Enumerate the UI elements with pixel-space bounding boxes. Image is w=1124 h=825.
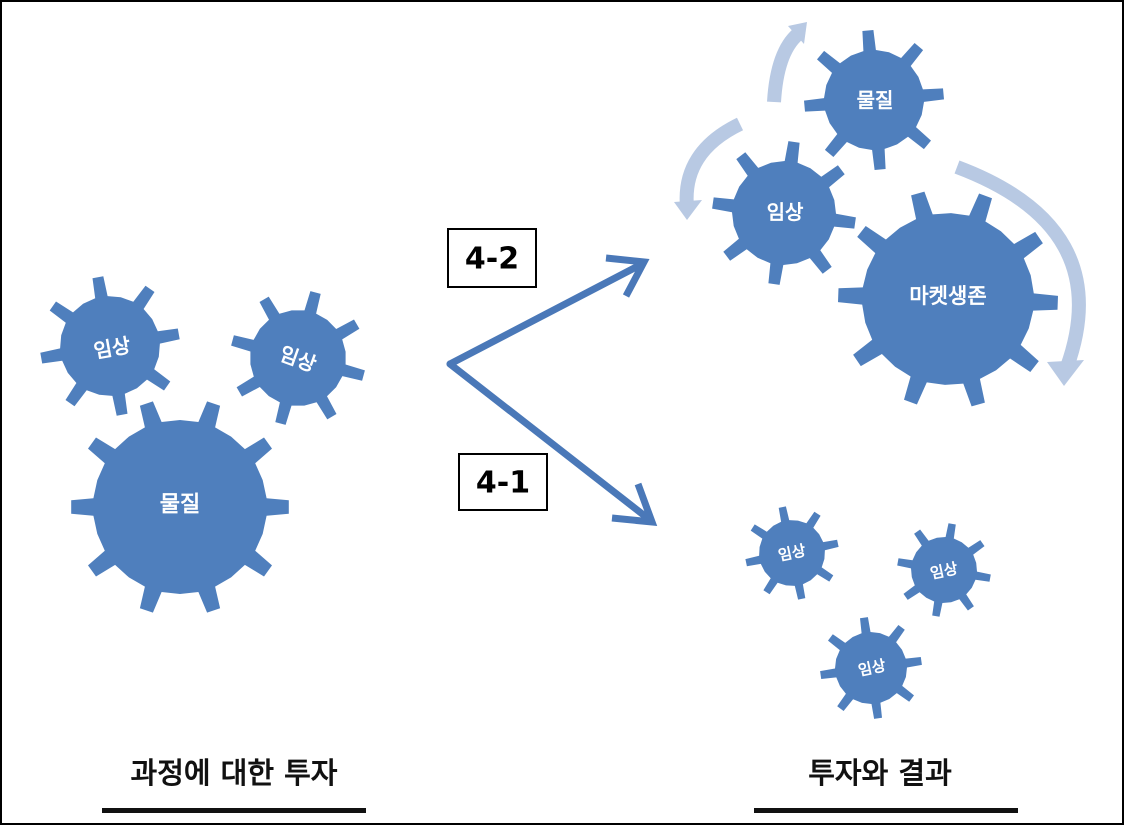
- left-caption: 과정에 대한 투자: [131, 756, 338, 790]
- left-gear-2: [231, 291, 365, 425]
- left-gear-3-label: 물질: [160, 493, 200, 518]
- right-caption: 투자와 결과: [808, 756, 952, 790]
- rt-gear-market: [838, 191, 1058, 407]
- step-label-upper: 4-2: [465, 242, 519, 277]
- arrow-upper: [446, 260, 646, 368]
- rb-gear-3-label: 임상: [857, 656, 888, 679]
- rb-gear-3: [820, 617, 922, 719]
- arrow-lower-head: [611, 482, 658, 527]
- right-caption-underline: [754, 808, 1018, 813]
- arrow-upper-head: [605, 254, 650, 298]
- left-caption-underline: [102, 808, 366, 813]
- cycle-arrow-market-to-material: [954, 160, 1086, 386]
- rt-gear-material-label: 물질: [857, 88, 894, 112]
- step-label-lower: 4-1: [476, 466, 530, 501]
- rb-gear-2: [897, 523, 991, 617]
- cycle-arrow-material-to-clinical: [767, 22, 807, 103]
- gears-layer: [40, 30, 1058, 719]
- step-box-upper: 4-2: [447, 228, 537, 288]
- branch-arrows: [446, 254, 658, 527]
- cycle-arrows: [674, 22, 1086, 386]
- rt-gear-clinical: [712, 141, 856, 285]
- step-box-lower: 4-1: [458, 453, 548, 511]
- cycle-arrow-clinical-to-market: [674, 117, 744, 220]
- left-gear-3: [71, 401, 289, 613]
- rb-gear-1: [745, 506, 839, 600]
- rt-gear-market-label: 마켓생존: [909, 284, 986, 308]
- rt-gear-clinical-label: 임상: [767, 200, 804, 224]
- arrow-lower: [446, 360, 654, 524]
- rt-gear-material: [804, 30, 944, 170]
- rb-gear-2-label: 임상: [929, 559, 960, 582]
- rb-gear-1-label: 임상: [777, 541, 808, 564]
- left-gear-1: [40, 276, 180, 416]
